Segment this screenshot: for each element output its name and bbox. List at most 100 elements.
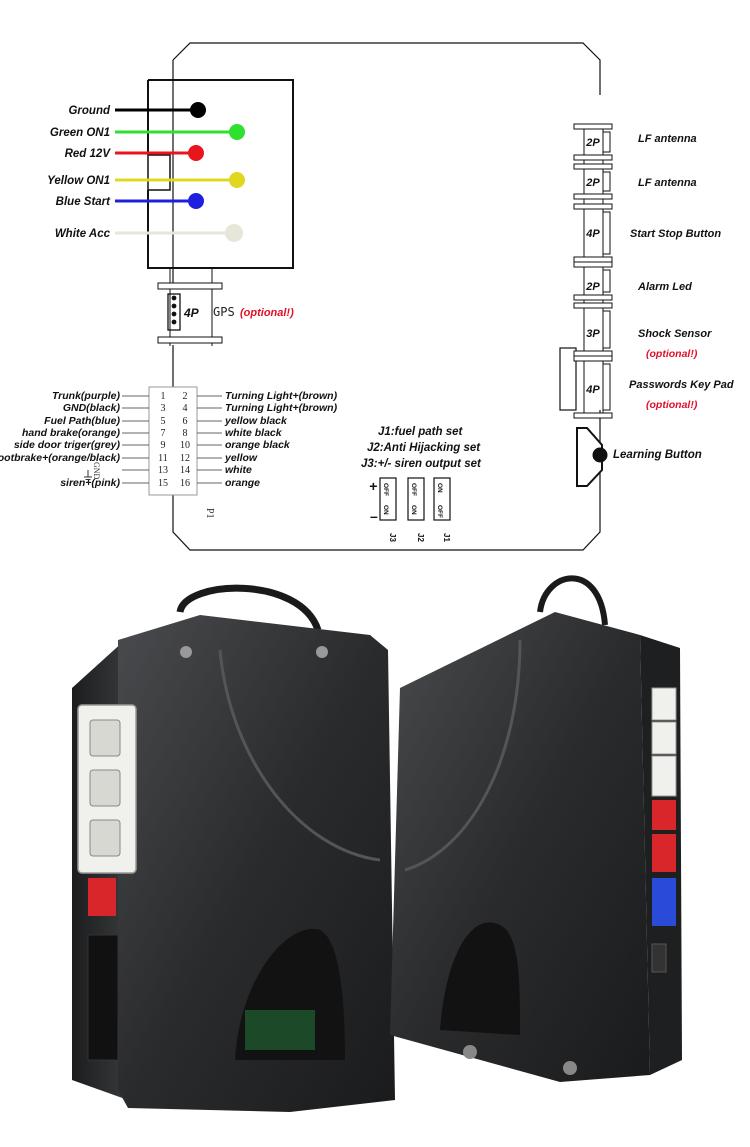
left-unit-cable — [176, 584, 322, 632]
left-unit-ridge — [218, 649, 381, 862]
p1-left-label-7: siren+(pink) — [60, 477, 120, 489]
p1-pin-right-5: 12 — [180, 453, 190, 464]
right-connector-3-cap-bottom — [573, 294, 613, 301]
jumper-name-j3: J3 — [388, 533, 397, 542]
p1-pin-left-3: 7 — [161, 428, 166, 439]
learning-button-dot — [592, 447, 608, 463]
p1-pin-right-4: 10 — [180, 440, 190, 451]
p1-pin-left-0: 1 — [161, 391, 166, 402]
p1-pin-right-6: 14 — [180, 465, 190, 476]
learning-button-label: Learning Button — [613, 449, 702, 461]
right-connector-2-pins: 4P — [585, 228, 600, 240]
module-outline — [172, 42, 601, 551]
jumper-j3 — [379, 477, 397, 521]
p1-right-label-2: yellow black — [224, 415, 288, 427]
gps-label: GPS — [213, 305, 235, 319]
right-connector-1-tab — [602, 171, 611, 192]
product-photo — [72, 575, 682, 1112]
p1-left-label-2: Fuel Path(blue) — [44, 415, 120, 427]
gps-pin-count: 4P — [183, 306, 200, 320]
power-connector — [147, 79, 294, 269]
right-connector-0-cap-top — [573, 123, 613, 130]
ground-symbol — [84, 470, 92, 483]
p1-right-label-0: Turning Light+(brown) — [225, 390, 338, 402]
p1-left-label-4: side door triger(grey) — [14, 439, 121, 451]
right-connector-2-label: Start Stop Button — [630, 228, 721, 240]
right-unit-button — [651, 943, 667, 973]
right-connector-4-note: (optional!) — [646, 348, 698, 360]
right-unit-red-plug-1 — [652, 800, 676, 830]
jumper-j1 — [433, 477, 451, 521]
jumper-j2-bottom: ON — [410, 505, 417, 515]
right-unit-white-plug-2 — [651, 721, 677, 755]
p1-name: P1 — [204, 508, 215, 519]
right-connector-1-cap-bottom — [573, 193, 613, 200]
p1-pin-right-7: 16 — [180, 478, 190, 489]
jumper-note-j2: J2:Anti Hijacking set — [367, 442, 481, 454]
right-unit-red-plug-2 — [652, 834, 676, 872]
p1-pin-left-2: 5 — [161, 416, 166, 427]
right-connector-1-label: LF antenna — [638, 177, 697, 189]
right-unit-cable — [537, 575, 608, 626]
right-connector-0-label: LF antenna — [638, 133, 697, 145]
wire-label-4: Blue Start — [56, 196, 111, 208]
p1-right-label-5: yellow — [224, 452, 258, 464]
wire-label-2: Red 12V — [65, 148, 112, 160]
jumper-j2-top: OFF — [410, 483, 417, 496]
p1-pin-right-3: 8 — [183, 428, 188, 439]
right-connector-2-tab — [602, 211, 611, 255]
right-connector-3-label: Alarm Led — [637, 281, 692, 293]
right-connector-4-tab — [602, 310, 611, 349]
wire-terminal-0 — [190, 102, 206, 118]
jumper-notes: J1:fuel path set J2:Anti Hijacking set J… — [361, 426, 482, 470]
right-connector-1-pins: 2P — [585, 177, 600, 189]
right-connector-5-label: Passwords Key Pad — [629, 379, 734, 391]
p1-pin-right-0: 2 — [183, 391, 188, 402]
p1-right-label-3: white black — [225, 427, 283, 439]
jumper-plus: + — [369, 478, 377, 494]
p1-pin-left-5: 11 — [158, 453, 168, 464]
right-connector-3-pins: 2P — [585, 281, 600, 293]
wire-terminal-1 — [229, 124, 245, 140]
jumper-j1-bottom: OFF — [436, 505, 443, 518]
p1-pin-left-1: 3 — [161, 403, 166, 414]
right-unit-ridge — [404, 639, 522, 872]
learning-button: Learning Button — [576, 427, 702, 487]
right-connector-5-note: (optional!) — [646, 399, 698, 411]
right-unit-body — [390, 612, 650, 1082]
wire-terminal-2 — [188, 145, 204, 161]
right-connector-3-tab — [602, 269, 611, 293]
right-connector-4-cap-top — [573, 302, 613, 309]
gps-connector: 4P GPS (optional!) — [157, 268, 294, 346]
p1-left-label-0: Trunk(purple) — [52, 390, 121, 402]
jumper-minus: – — [370, 508, 378, 524]
jumper-j3-top: OFF — [382, 483, 389, 496]
right-unit-opening — [440, 922, 520, 1035]
jumper-name-j2: J2 — [416, 533, 425, 542]
right-unit-blue-plug — [652, 878, 676, 926]
wire-terminal-4 — [188, 193, 204, 209]
wire-label-1: Green ON1 — [50, 127, 110, 139]
wire-terminal-5 — [225, 224, 243, 242]
right-connector-4-cap-bottom — [573, 350, 613, 357]
right-connector-4-label: Shock Sensor — [638, 328, 712, 340]
p1-pin-left-6: 13 — [158, 465, 168, 476]
right-unit-white-plug-1 — [651, 687, 677, 721]
wire-label-0: Ground — [68, 105, 110, 117]
gnd-label: GND — [92, 462, 101, 480]
right-connector-5-tab — [602, 363, 611, 411]
wire-label-3: Yellow ON1 — [47, 175, 110, 187]
p1-right-label-6: white — [225, 464, 252, 476]
wire-terminal-3 — [229, 172, 245, 188]
right-connector-0-cap-bottom — [573, 154, 613, 161]
jumper-j1-top: ON — [436, 483, 443, 493]
right-connector-5-cap-bottom — [573, 412, 613, 419]
jumper-name-j1: J1 — [442, 533, 451, 542]
p1-right-label-1: Turning Light+(brown) — [225, 402, 338, 414]
right-connector-2-cap-bottom — [573, 256, 613, 263]
right-connector-3-cap-top — [573, 261, 613, 268]
p1-left-label-3: hand brake(orange) — [22, 427, 121, 439]
